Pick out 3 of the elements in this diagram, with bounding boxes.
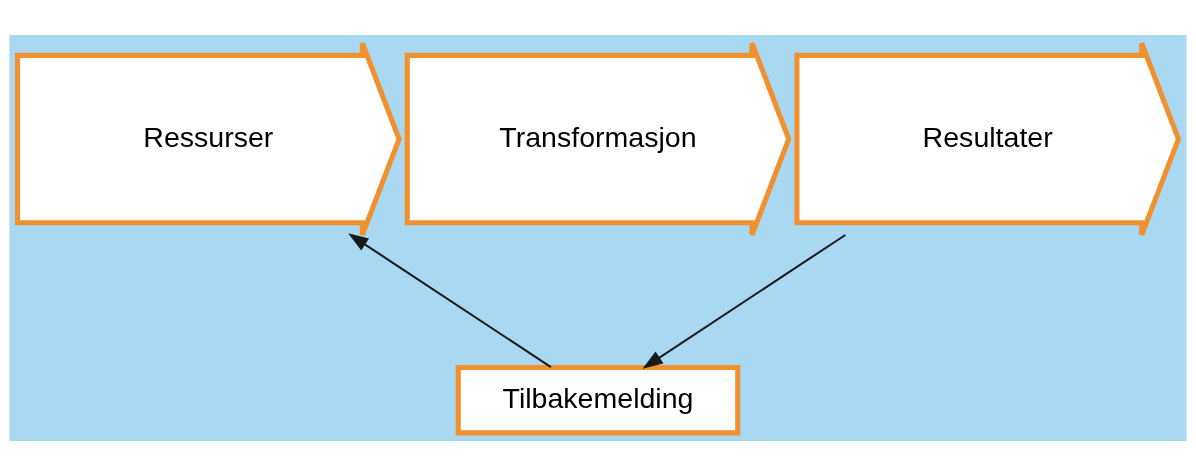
arrow xyxy=(642,233,846,369)
node-box: Tilbakemelding xyxy=(455,364,741,435)
arrow xyxy=(348,232,552,368)
